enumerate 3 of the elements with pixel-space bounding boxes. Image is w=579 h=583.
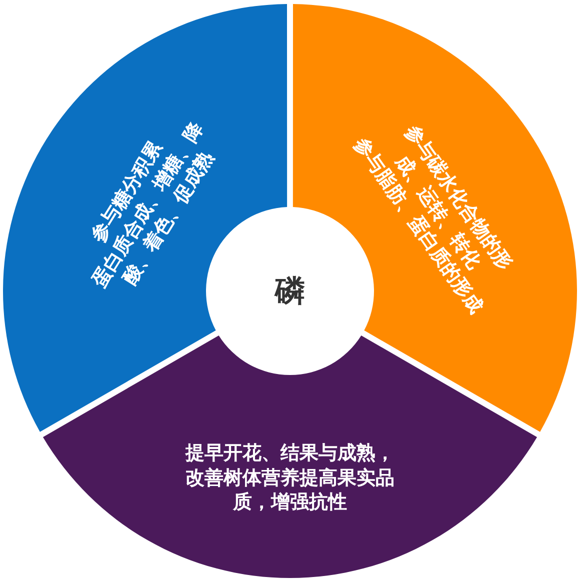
center-label: 磷 <box>275 272 305 310</box>
segment-text: 提早开花、结果与成熟，改善树体营养提高果实品质，增强抗性 <box>186 440 394 516</box>
ring-segment <box>41 333 539 579</box>
